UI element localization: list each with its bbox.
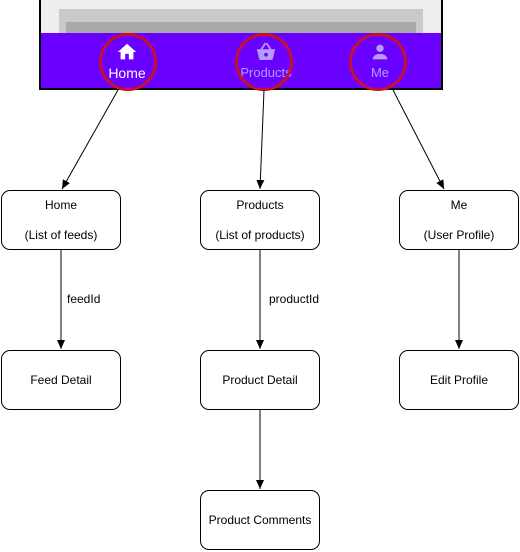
node-products-subtitle: (List of products) <box>215 228 305 242</box>
node-product-comments-label: Product Comments <box>208 513 312 527</box>
edge-nav-me-to-me <box>392 89 445 190</box>
node-feed-detail-label: Feed Detail <box>30 373 92 387</box>
phone-content-area <box>41 0 441 34</box>
node-home: Home (List of feeds) <box>1 190 121 250</box>
node-edit-profile: Edit Profile <box>399 350 519 410</box>
node-home-title: Home <box>44 198 77 212</box>
highlight-circle-products <box>235 33 293 91</box>
node-products: Products (List of products) <box>200 190 320 250</box>
node-me: Me (User Profile) <box>399 190 519 250</box>
highlight-circle-me <box>349 33 407 91</box>
node-home-subtitle: (List of feeds) <box>24 228 98 242</box>
node-products-title: Products <box>236 198 284 212</box>
node-me-title: Me <box>450 198 468 212</box>
edge-label-productid: productId <box>268 292 321 306</box>
node-edit-profile-label: Edit Profile <box>429 373 489 387</box>
node-product-detail-label: Product Detail <box>222 373 298 387</box>
highlight-circle-home <box>99 33 157 91</box>
node-product-detail: Product Detail <box>200 350 320 410</box>
node-product-comments: Product Comments <box>200 490 320 550</box>
edge-label-feedid: feedId <box>66 292 102 306</box>
edge-nav-home-to-home <box>61 89 119 190</box>
content-placeholder-inner <box>66 22 416 34</box>
node-feed-detail: Feed Detail <box>1 350 121 410</box>
node-me-subtitle: (User Profile) <box>423 228 495 242</box>
edge-nav-products-to-products <box>256 89 265 190</box>
